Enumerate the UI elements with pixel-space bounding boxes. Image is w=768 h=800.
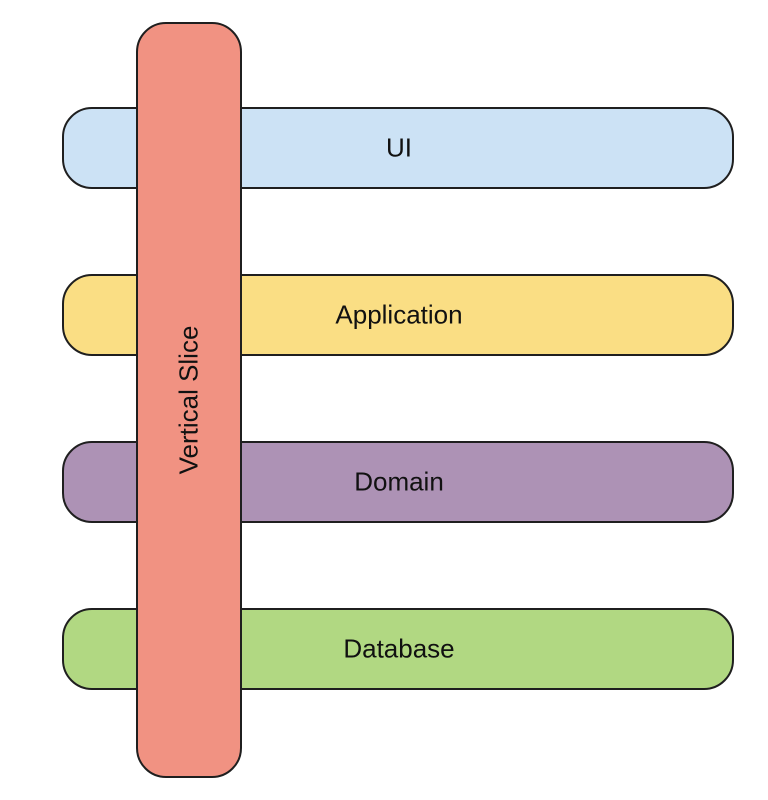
layer-domain-label: Domain	[354, 466, 444, 497]
vertical-slice-label: Vertical Slice	[173, 325, 204, 475]
layer-application-label: Application	[335, 299, 463, 330]
layer-application: Application	[62, 274, 734, 356]
layer-ui-label: UI	[386, 132, 412, 163]
vertical-slice: Vertical Slice	[136, 22, 242, 778]
layer-database-label: Database	[343, 633, 455, 664]
